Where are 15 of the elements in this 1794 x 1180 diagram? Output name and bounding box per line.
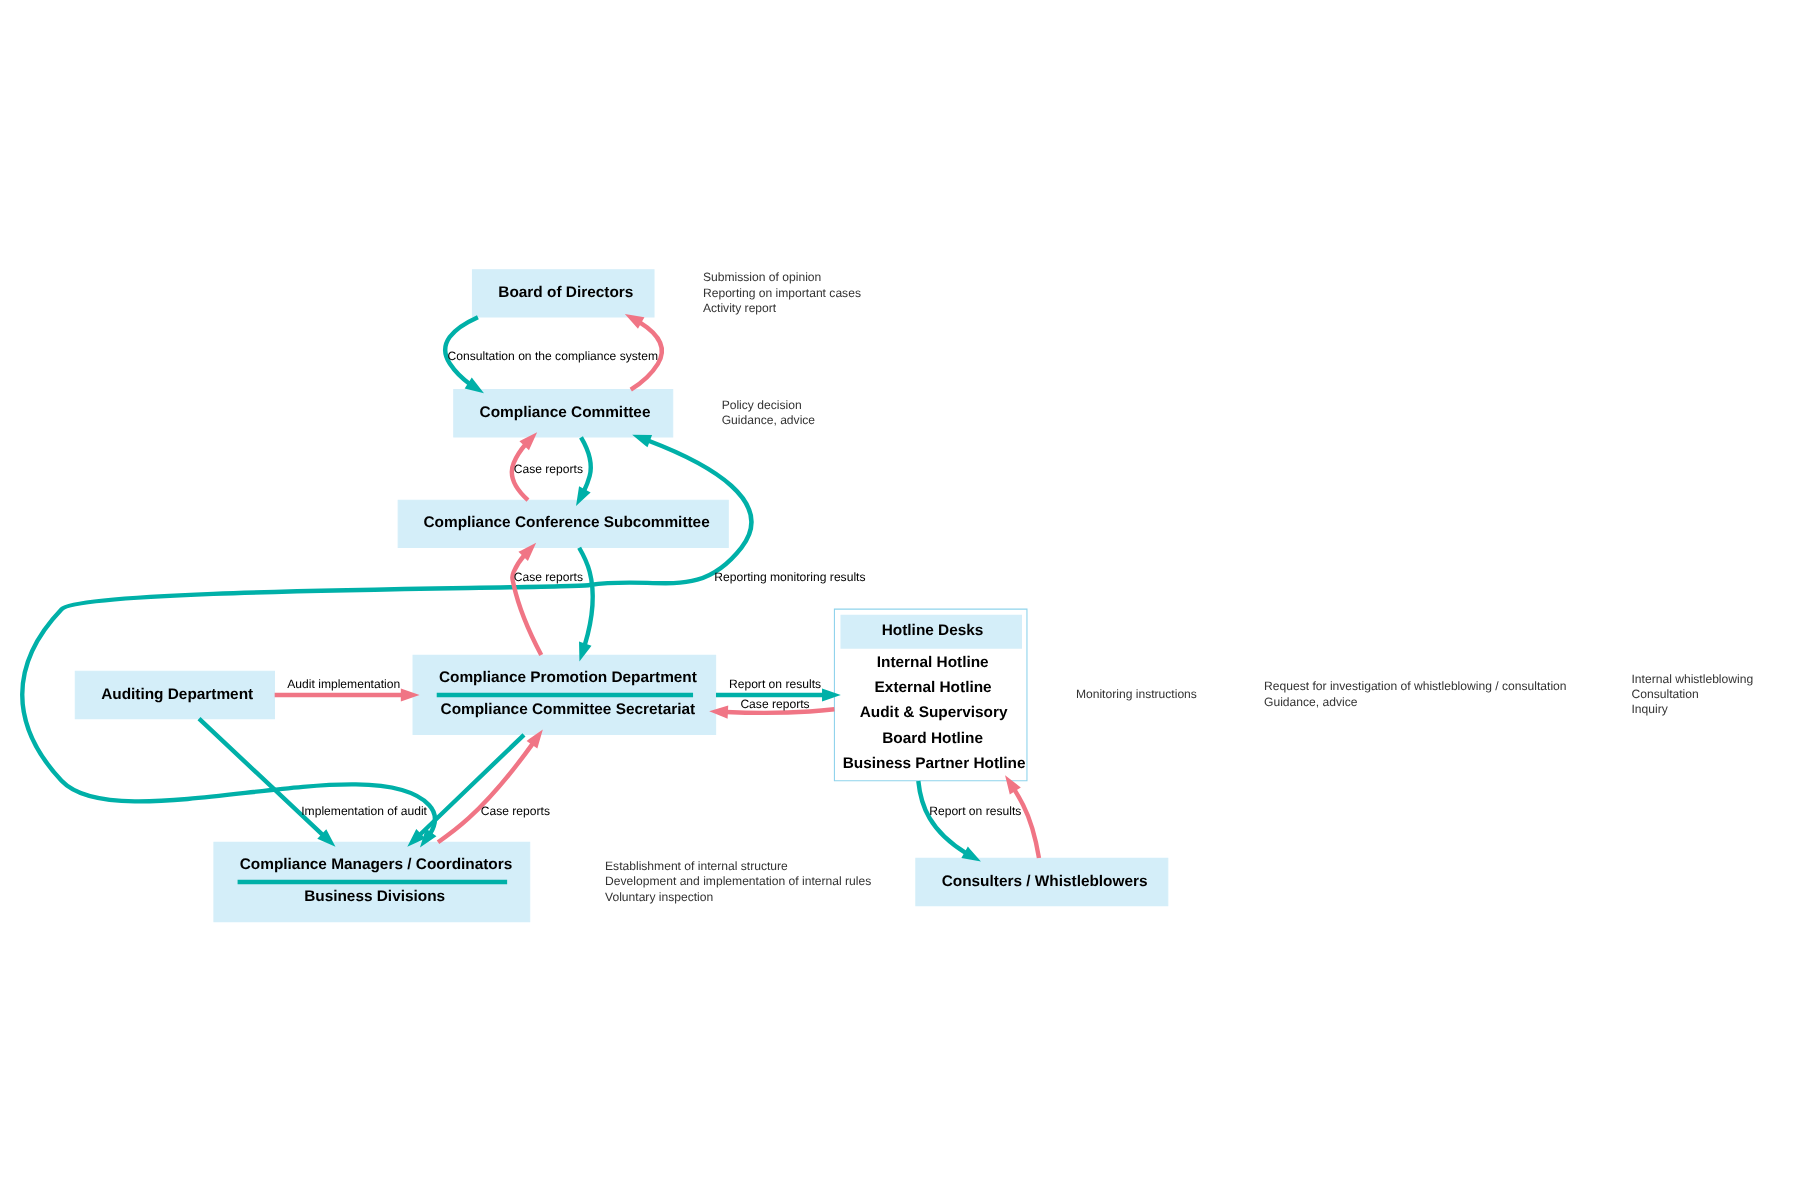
arrow [274, 687, 420, 701]
arrow [1005, 774, 1042, 858]
arrow [436, 728, 543, 844]
arrow [916, 779, 981, 861]
arrow [197, 716, 336, 846]
arrow [407, 732, 526, 846]
arrow [20, 433, 754, 847]
arrow [576, 435, 593, 505]
arrow [624, 312, 664, 391]
arrow [709, 704, 835, 718]
arrow [577, 545, 595, 661]
arrow [716, 687, 841, 701]
arrow [509, 431, 538, 501]
arrow [510, 541, 544, 655]
arrow [443, 314, 484, 393]
